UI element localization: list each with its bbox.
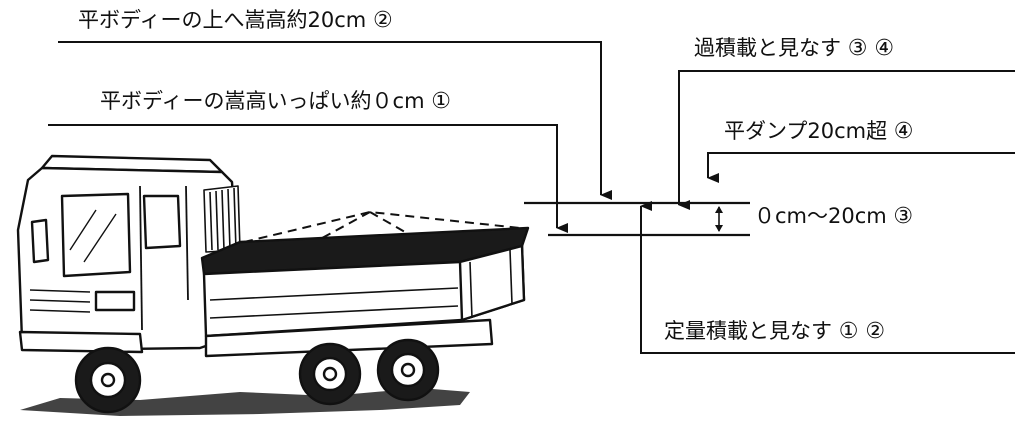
heaped-load-outline [243,211,521,243]
front-bumper [18,330,144,354]
level-lines [524,201,750,237]
label-text: 過積載と見なす [694,36,841,60]
label-marks: ① [431,89,451,114]
label-marks: ③ ④ [847,36,895,61]
front-wheel [74,346,142,414]
label-marks: ④ [893,119,914,144]
label-text: 定量積載と見なす [664,319,832,343]
label-marks: ① ② [838,319,886,344]
label-text: 平ダンプ20cm超 [724,119,888,143]
cab-guard-rack [203,185,241,253]
cab-windshield [60,192,132,278]
label-marks: ② [372,8,393,33]
ground-shadow [20,388,470,416]
cargo-bed-rear [458,244,526,322]
label-marks: ③ [893,204,914,229]
headlight [94,290,136,312]
side-mirror [30,218,50,264]
label-text: 平ボディーの嵩高いっぱい約０cm [100,89,425,113]
cab-side-window [142,194,182,250]
label-fixed-load-deemed: 定量積載と見なす ① ② [664,321,885,343]
rear-wheel-1 [298,342,362,406]
label-range-0-20: ０cm～20cm ③ [754,206,913,228]
leader-lines [48,41,1015,354]
leader-line-fixed-load [640,201,1015,354]
label-flat-body-full-0: 平ボディーの嵩高いっぱい約０cm ① [100,91,451,113]
label-flat-dump-over-20: 平ダンプ20cm超 ④ [724,121,914,143]
label-text: ０cm～20cm [754,204,887,228]
leader-line-dump-over-20 [707,152,1015,183]
leader-line-overload [678,70,1015,210]
leader-line-full-0 [48,124,568,233]
rear-wheel-2 [376,338,440,402]
leader-line-stake-20 [58,41,612,200]
label-overload-deemed: 過積載と見なす ③ ④ [694,38,894,60]
label-flat-body-stake-20: 平ボディーの上へ嵩高約20cm ② [78,10,393,32]
label-text: 平ボディーの上へ嵩高約20cm [78,8,367,32]
dump-truck-illustration [16,154,530,416]
range-double-arrow [715,206,723,232]
